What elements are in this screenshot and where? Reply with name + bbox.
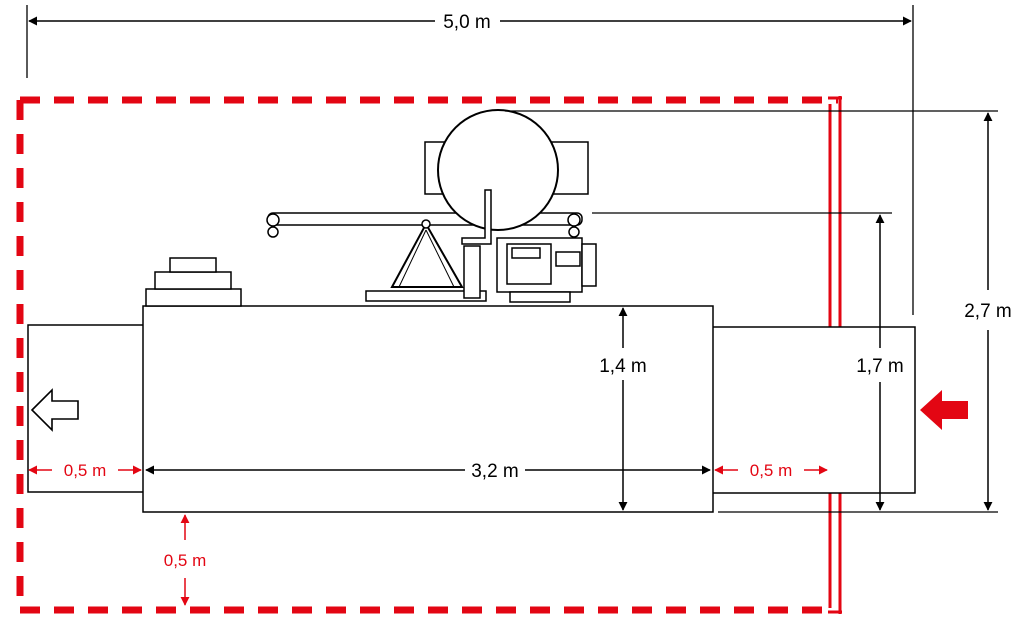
top-equipment [145,109,597,307]
bottom-clearance-dimension: 0,5 m [164,514,207,606]
total-height-dimension: 2,7 m [505,110,1012,513]
overall-length-label: 5,0 m [443,12,491,33]
machine-height-label: 1,4 m [599,356,647,377]
right-clearance-label: 0,5 m [750,461,793,480]
infeed-conveyor [711,326,916,494]
machine-body [142,305,714,513]
total-height-label: 2,7 m [964,301,1012,322]
pipe [461,189,492,245]
bottom-clearance-label: 0,5 m [164,551,207,570]
right-clearance-dimension: 0,5 m [714,461,828,480]
drum [437,109,559,231]
left-unit-mid [154,271,232,290]
left-clearance-dimension: 0,5 m [28,461,142,480]
machine-length-dimension: 3,2 m [145,461,711,482]
overall-length-dimension: 5,0 m [26,5,914,315]
safety-zone-border [16,96,838,614]
machine-height-dimension: 1,4 m [599,307,647,511]
conveyor-height-label: 1,7 m [856,356,904,377]
motor-cap [581,243,597,287]
left-unit-top [169,257,217,273]
filled-arrow-left-icon [920,390,968,430]
conveyors [27,324,916,494]
conveyor-height-dimension: 1,7 m [592,212,904,511]
machine-length-label: 3,2 m [471,461,519,482]
actuator-support [390,221,464,288]
actuator-base-plate [365,290,487,302]
outline-arrow-left-icon [30,388,79,432]
left-unit-base [145,288,242,307]
left-clearance-label: 0,5 m [64,461,107,480]
